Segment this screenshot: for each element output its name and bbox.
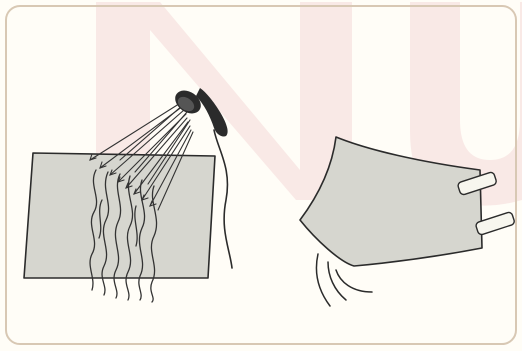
- illustration-canvas: [0, 0, 522, 351]
- cleaning-instructions-illustration: [0, 0, 522, 351]
